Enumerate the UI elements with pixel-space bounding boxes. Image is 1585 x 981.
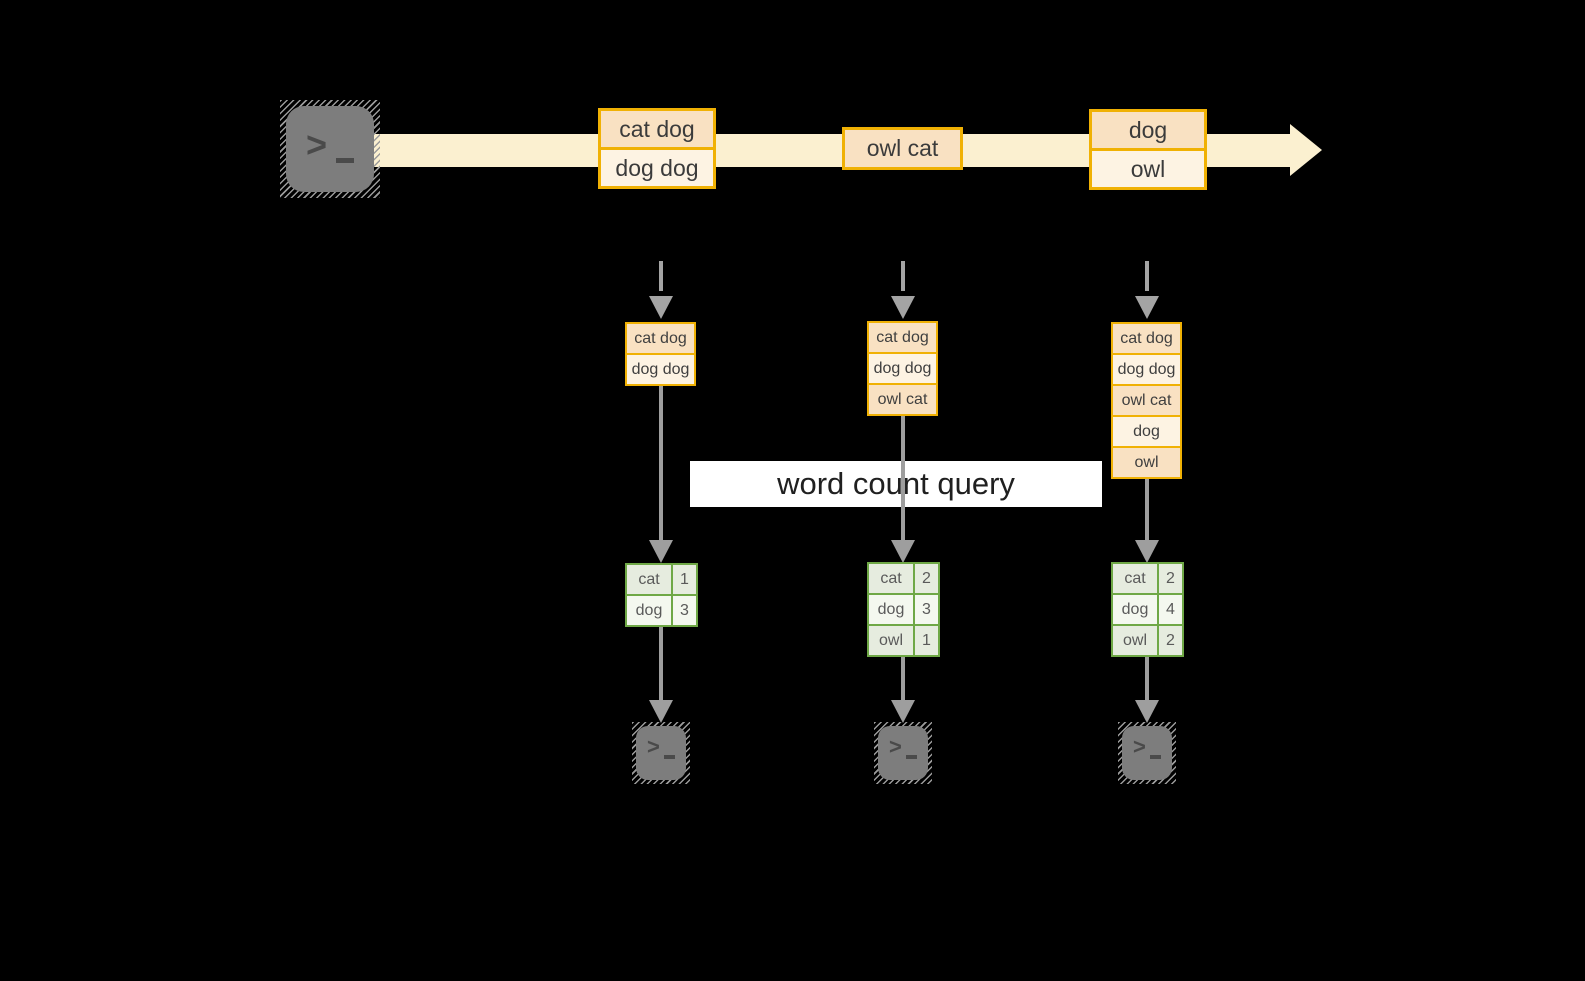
output-arrowhead-icon [891, 700, 915, 723]
terminal-body: > [1122, 726, 1172, 780]
buffer-row: cat dog [627, 324, 694, 353]
query-arrow-shaft [1145, 479, 1149, 540]
ingest-arrow-shaft [901, 261, 905, 291]
stream-message: dog [1092, 112, 1204, 148]
count-word: cat [1113, 564, 1157, 593]
query-arrowhead-icon [649, 540, 673, 563]
count-value: 2 [915, 564, 938, 593]
count-value: 3 [673, 596, 696, 625]
count-word: dog [1113, 595, 1157, 624]
buffer-row: cat dog [1113, 324, 1180, 353]
terminal-body: > [636, 726, 686, 780]
count-value: 2 [1159, 626, 1182, 655]
count-row: owl 2 [1113, 626, 1182, 655]
count-word: cat [869, 564, 913, 593]
prompt-cursor-icon [1150, 755, 1161, 759]
stream-message: cat dog [601, 111, 713, 147]
buffer-row: cat dog [869, 323, 936, 352]
ingest-arrow-shaft [659, 261, 663, 291]
count-value: 1 [915, 626, 938, 655]
count-row: dog 4 [1113, 595, 1182, 624]
count-row: dog 3 [869, 595, 938, 624]
query-banner: word count query [690, 461, 1102, 507]
buffer-row: dog dog [627, 355, 694, 384]
terminal-source-icon: > [280, 100, 380, 198]
count-value: 4 [1159, 595, 1182, 624]
ingest-arrowhead-icon [891, 296, 915, 319]
terminal-sink-icon: > [874, 722, 932, 784]
count-table-3: cat 2 dog 4 owl 2 [1111, 562, 1184, 657]
count-row: dog 3 [627, 596, 696, 625]
stream-batch-1: cat dog dog dog [598, 108, 716, 189]
count-value: 1 [673, 565, 696, 594]
prompt-chevron-icon: > [647, 734, 660, 759]
prompt-chevron-icon: > [889, 734, 902, 759]
count-table-2: cat 2 dog 3 owl 1 [867, 562, 940, 657]
prompt-cursor-icon [664, 755, 675, 759]
count-table-1: cat 1 dog 3 [625, 563, 698, 627]
ingest-arrow-shaft [1145, 261, 1149, 291]
stream-arrowhead-icon [1290, 124, 1322, 176]
prompt-cursor-icon [906, 755, 917, 759]
buffer-row: owl cat [1113, 386, 1180, 415]
buffer-row: dog dog [869, 354, 936, 383]
query-arrowhead-icon [1135, 540, 1159, 563]
stream-message: owl [1092, 151, 1204, 187]
query-banner-label: word count query [777, 466, 1015, 501]
query-arrowhead-icon [891, 540, 915, 563]
buffer-stack-3: cat dog dog dog owl cat dog owl [1111, 322, 1182, 479]
buffer-row: owl cat [869, 385, 936, 414]
count-value: 3 [915, 595, 938, 624]
terminal-sink-icon: > [632, 722, 690, 784]
buffer-row: dog dog [1113, 355, 1180, 384]
buffer-stack-2: cat dog dog dog owl cat [867, 321, 938, 416]
buffer-row: owl [1113, 448, 1180, 477]
count-value: 2 [1159, 564, 1182, 593]
stream-batch-3: dog owl [1089, 109, 1207, 190]
ingest-arrowhead-icon [1135, 296, 1159, 319]
count-row: cat 1 [627, 565, 696, 594]
count-word: cat [627, 565, 671, 594]
terminal-sink-icon: > [1118, 722, 1176, 784]
terminal-body: > [878, 726, 928, 780]
query-arrow-shaft [659, 386, 663, 540]
stream-message: owl cat [845, 130, 960, 167]
output-arrowhead-icon [1135, 700, 1159, 723]
terminal-body: > [286, 106, 374, 192]
count-word: owl [1113, 626, 1157, 655]
count-word: owl [869, 626, 913, 655]
query-arrow-shaft [901, 416, 905, 540]
buffer-stack-1: cat dog dog dog [625, 322, 696, 386]
buffer-row: dog [1113, 417, 1180, 446]
output-arrow-shaft [1145, 657, 1149, 700]
count-row: cat 2 [1113, 564, 1182, 593]
ingest-arrowhead-icon [649, 296, 673, 319]
count-word: dog [627, 596, 671, 625]
prompt-chevron-icon: > [1133, 734, 1146, 759]
prompt-chevron-icon: > [306, 124, 328, 165]
output-arrow-shaft [901, 657, 905, 700]
stream-message: dog dog [601, 150, 713, 186]
count-row: owl 1 [869, 626, 938, 655]
count-row: cat 2 [869, 564, 938, 593]
count-word: dog [869, 595, 913, 624]
output-arrow-shaft [659, 627, 663, 700]
prompt-cursor-icon [336, 158, 354, 163]
output-arrowhead-icon [649, 700, 673, 723]
stream-batch-2: owl cat [842, 127, 963, 170]
